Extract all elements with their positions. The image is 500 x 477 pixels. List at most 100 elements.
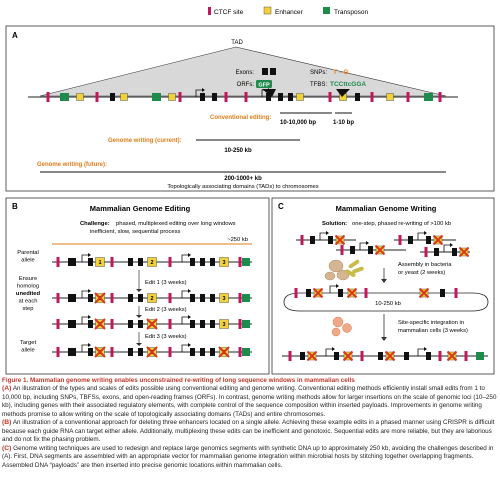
vector-elements (294, 284, 458, 299)
ctcf-site (56, 293, 60, 303)
ctcf-site (340, 245, 344, 255)
caption-b-text: An illustration of a conventional approa… (2, 419, 495, 444)
allele-rows: 123123123123 (52, 253, 252, 358)
genome-writing-current-label: Genome writing (current): (108, 138, 182, 144)
ctcf-site (56, 347, 60, 357)
enhancer (219, 319, 229, 329)
enhancer (76, 93, 84, 101)
ctcf-site (370, 92, 374, 102)
edit-3-label: Edit 3 (3 weeks) (145, 334, 187, 340)
tad-triangle (39, 46, 447, 97)
deletion-cross (306, 350, 318, 362)
ensure-homolog-label: unedited (16, 291, 41, 297)
integration-arrowhead (381, 337, 387, 341)
promoter-arrow (359, 242, 367, 250)
enhancer-number: 2 (150, 260, 153, 266)
exon (68, 320, 76, 328)
ensure-homolog-label: step (23, 306, 34, 312)
ctcf-site (438, 92, 442, 102)
ctcf-site (95, 92, 99, 102)
panel-c-border (271, 197, 495, 375)
panel-a-border (5, 25, 495, 192)
exon (426, 352, 431, 360)
edit-1-label: Edit 1 (3 weeks) (145, 280, 187, 286)
legend-enhancer-label: Enhancer (275, 9, 304, 16)
enhancer (219, 293, 229, 303)
challenge-label: Challenge: (80, 221, 110, 227)
promoter-arrow (181, 316, 189, 324)
transposon (424, 93, 433, 101)
parental-allele-label: Parental (17, 250, 39, 256)
ensure-homolog-label: homolog (17, 284, 39, 290)
exon-box (262, 68, 268, 75)
integration-label-2: mammalian cells (3 weeks) (398, 328, 468, 334)
exon (190, 294, 195, 302)
deletion-cross (458, 246, 470, 258)
challenge-text-2: inefficient, slow, sequential process (90, 229, 181, 235)
plasmid-vector (283, 292, 489, 312)
promoter-arrowhead (202, 88, 205, 92)
deletion-cross (146, 346, 158, 358)
challenge-text-1: phased, multiplexed editing over long wi… (116, 221, 236, 227)
caption-a-head: (A) (2, 385, 12, 393)
legend-ctcf-swatch (208, 7, 211, 15)
exon (434, 248, 439, 256)
promoter-arrowhead (424, 347, 427, 351)
exon (300, 352, 305, 360)
ctcf-site (288, 351, 292, 361)
panel-c: C Mammalian Genome Writing Solution: one… (271, 197, 495, 375)
dna-fragments (296, 231, 470, 258)
enhancer-number: 3 (222, 296, 225, 302)
promoter-arrowhead (88, 253, 91, 257)
chromosome-elements (46, 88, 442, 102)
panel-b-border (5, 197, 270, 375)
exon (278, 93, 283, 101)
exon (334, 352, 339, 360)
exon (210, 258, 215, 266)
panel-c-letter: C (278, 202, 284, 211)
tad-label: TAD (231, 40, 243, 46)
transposon (242, 320, 250, 328)
ctcf-site (438, 351, 442, 361)
promoter-arrow (195, 89, 203, 97)
panel-a: A TAD Exons: ORFs: GFP SNPs: T→G TFBS: T… (5, 25, 495, 192)
exon (190, 320, 195, 328)
legend-transposon-label: Transposon (334, 9, 368, 16)
zoom-pointer (336, 89, 350, 97)
ctcf-site (238, 347, 242, 357)
caption-c-head: (C) (2, 444, 12, 452)
exon (138, 320, 143, 328)
panel-b: B Mammalian Genome Editing Challenge: ph… (5, 197, 270, 375)
solution-label: Solution: (322, 221, 347, 227)
enhancer-number: 2 (150, 296, 153, 302)
exon (68, 294, 76, 302)
promoter-arrowhead (188, 253, 191, 257)
enhancer-number: 3 (222, 260, 225, 266)
ctcf-site (238, 257, 242, 267)
exon (355, 93, 360, 101)
exon (452, 248, 457, 256)
caption-title: Figure 1. Mammalian genome writing enabl… (2, 377, 355, 384)
promoter-arrow (417, 348, 425, 356)
ctcf-site (238, 293, 242, 303)
panel-b-letter: B (12, 202, 18, 211)
promoter-arrowhead (424, 231, 427, 235)
promoter-arrow (81, 344, 89, 352)
target-allele-label: Target (20, 340, 37, 346)
ctcf-site (454, 288, 458, 298)
transposon (60, 93, 69, 101)
exon (200, 258, 205, 266)
deletion-cross (218, 346, 230, 358)
transposon (476, 352, 484, 360)
exon (88, 320, 93, 328)
exon (368, 246, 373, 254)
exons-label: Exons: (236, 70, 255, 76)
edit-arrowhead (136, 315, 142, 318)
exon (88, 258, 93, 266)
promoter-arrowhead (332, 347, 335, 351)
exon (200, 320, 205, 328)
ctcf-site (364, 288, 368, 298)
conv-range-label: 10-10,000 bp (280, 120, 316, 126)
exon (128, 258, 133, 266)
